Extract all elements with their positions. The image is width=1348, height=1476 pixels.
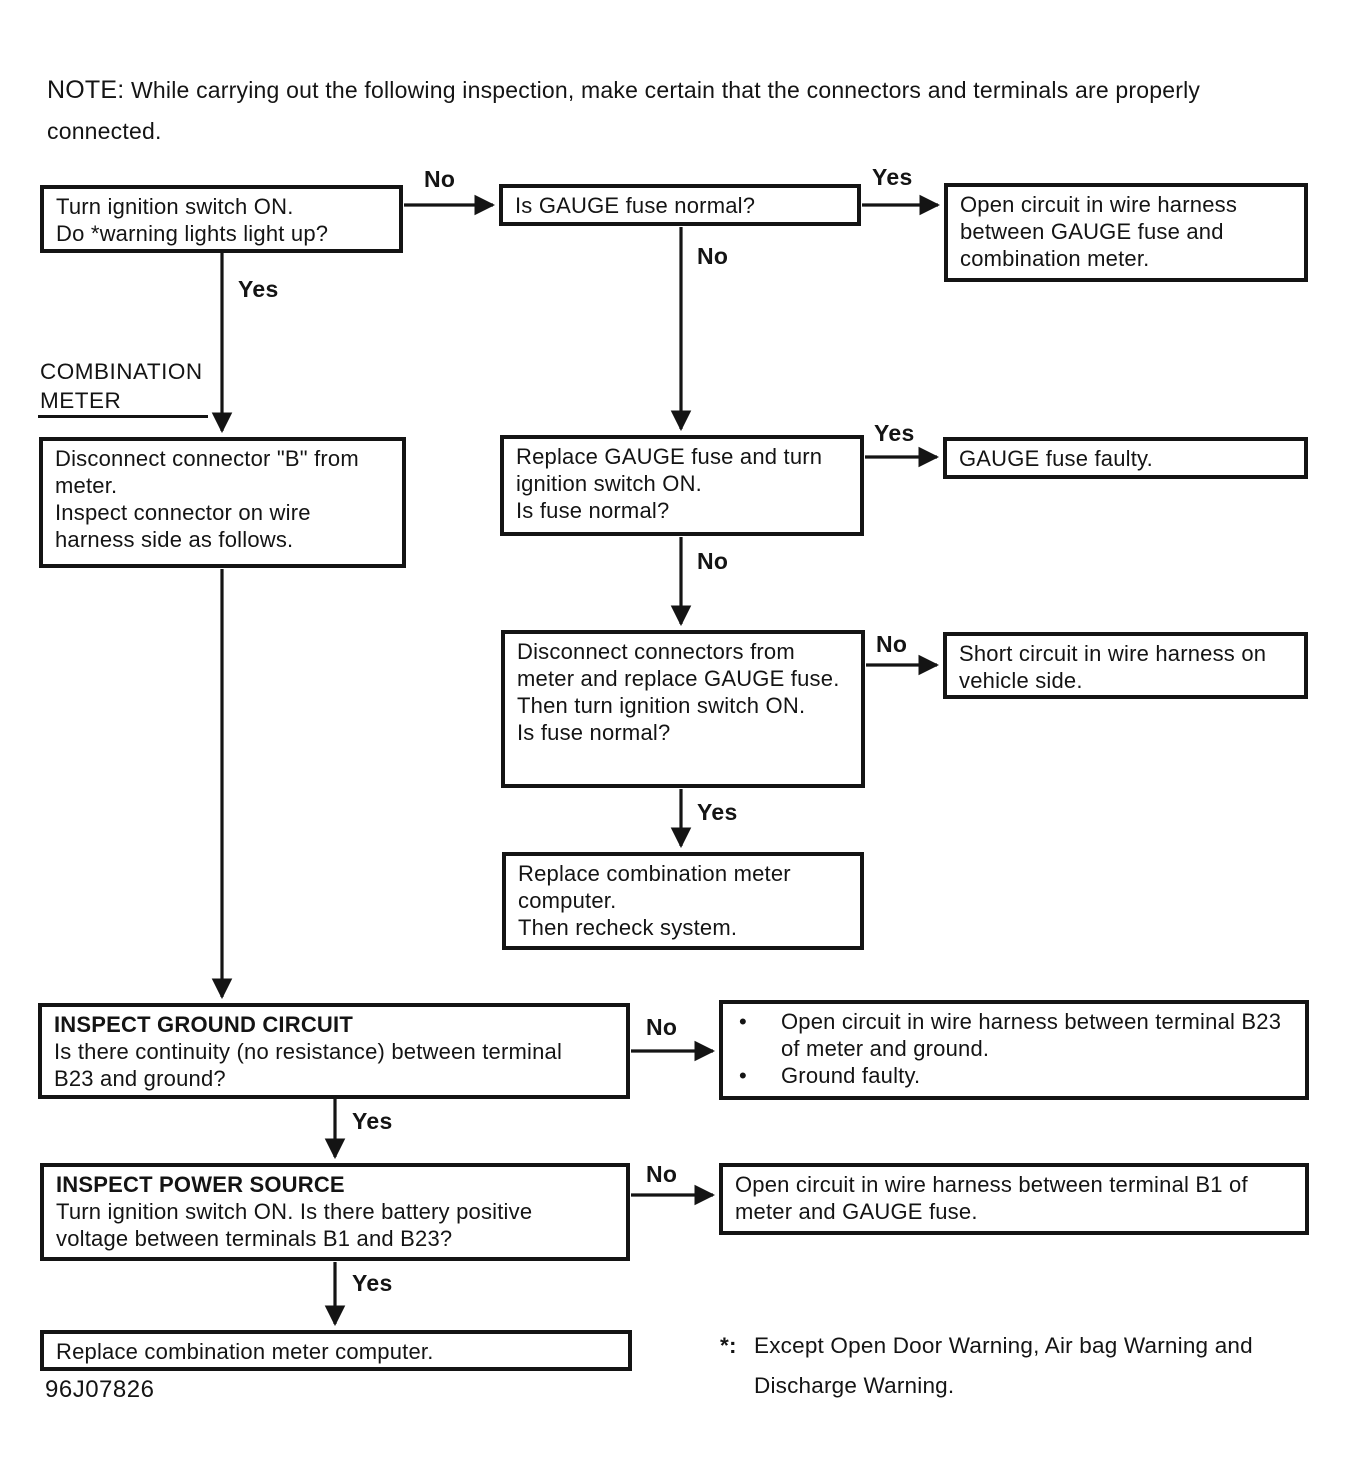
text-line: computer. xyxy=(518,888,617,913)
note-line-2: connected. xyxy=(47,118,162,144)
edge-label-yes: Yes xyxy=(352,1270,393,1296)
footnote-text: Except Open Door Warning, Air bag Warnin… xyxy=(754,1326,1253,1406)
section-label-line: METER xyxy=(40,388,122,413)
text-line: Open circuit in wire harness xyxy=(960,192,1238,217)
footnote-line: Discharge Warning. xyxy=(754,1373,955,1398)
figure-code: 96J07826 xyxy=(45,1376,155,1403)
text-line: Then turn ignition switch ON. xyxy=(517,693,806,718)
note-label: NOTE: xyxy=(47,76,125,104)
text-line: Is GAUGE fuse normal? xyxy=(515,193,756,218)
text-line: Turn ignition switch ON. Is there batter… xyxy=(56,1199,533,1224)
node-replace-gauge-fuse-question: Replace GAUGE fuse and turn ignition swi… xyxy=(500,435,864,536)
text-line: Inspect connector on wire xyxy=(55,500,311,525)
text-line: Is fuse normal? xyxy=(516,498,670,523)
section-label-line: COMBINATION xyxy=(40,359,203,384)
text-line: meter and GAUGE fuse. xyxy=(735,1199,978,1224)
node-ground-circuit-results: • Open circuit in wire harness between t… xyxy=(719,1000,1309,1100)
bullet-text: Ground faulty. xyxy=(781,1063,921,1088)
edge-label-yes: Yes xyxy=(872,164,913,190)
edge-label-no: No xyxy=(424,166,456,192)
node-warning-lights-question: Turn ignition switch ON. Do *warning lig… xyxy=(40,185,403,253)
edge-label-no: No xyxy=(697,243,729,269)
text-line: harness side as follows. xyxy=(55,527,294,552)
text-line: Do *warning lights light up? xyxy=(56,221,329,246)
footnote-line: Except Open Door Warning, Air bag Warnin… xyxy=(754,1333,1253,1358)
text-line: voltage between terminals B1 and B23? xyxy=(56,1226,453,1251)
text-line: vehicle side. xyxy=(959,668,1083,693)
node-disconnect-connector-b: Disconnect connector "B" from meter. Ins… xyxy=(39,437,406,568)
note-text: While carrying out the following inspect… xyxy=(124,77,1201,103)
node-disconnect-connectors-replace-fuse: Disconnect connectors from meter and rep… xyxy=(501,630,865,788)
node-title: INSPECT POWER SOURCE xyxy=(56,1172,345,1197)
text-line: Disconnect connectors from xyxy=(517,639,795,664)
edge-label-yes: Yes xyxy=(874,420,915,446)
text-line: Replace combination meter xyxy=(518,861,791,886)
node-replace-meter-computer: Replace combination meter computer. xyxy=(40,1330,632,1371)
section-label-combination-meter: COMBINATION METER xyxy=(40,357,203,415)
text-line: B23 and ground? xyxy=(54,1066,226,1091)
edge-label-no: No xyxy=(646,1014,678,1040)
bullet-item: • Ground faulty. xyxy=(735,1062,1293,1089)
node-open-circuit-b1-gauge: Open circuit in wire harness between ter… xyxy=(719,1163,1309,1235)
node-inspect-ground-circuit: INSPECT GROUND CIRCUIT Is there continui… xyxy=(38,1003,630,1099)
text-line: Is there continuity (no resistance) betw… xyxy=(54,1039,563,1064)
note-line-1: NOTE: While carrying out the following i… xyxy=(47,70,1200,111)
text-line: Open circuit in wire harness between ter… xyxy=(735,1172,1248,1197)
node-open-circuit-gauge-meter: Open circuit in wire harness between GAU… xyxy=(944,183,1308,282)
node-title: INSPECT GROUND CIRCUIT xyxy=(54,1012,353,1037)
edge-label-no: No xyxy=(876,631,908,657)
edge-label-no: No xyxy=(697,548,729,574)
node-inspect-power-source: INSPECT POWER SOURCE Turn ignition switc… xyxy=(40,1163,630,1261)
text-line: GAUGE fuse faulty. xyxy=(959,446,1153,471)
text-line: meter. xyxy=(55,473,118,498)
bullet-icon: • xyxy=(739,1009,747,1034)
footnote: *: Except Open Door Warning, Air bag War… xyxy=(720,1326,1253,1406)
bullet-icon: • xyxy=(739,1063,747,1088)
text-line: Then recheck system. xyxy=(518,915,738,940)
edge-label-no: No xyxy=(646,1161,678,1187)
text-line: Replace combination meter computer. xyxy=(56,1339,434,1364)
text-line: Short circuit in wire harness on xyxy=(959,641,1267,666)
text-line: Disconnect connector "B" from xyxy=(55,446,359,471)
bullet-text: Open circuit in wire harness between ter… xyxy=(781,1009,1282,1061)
text-line: combination meter. xyxy=(960,246,1150,271)
bullet-item: • Open circuit in wire harness between t… xyxy=(735,1008,1293,1062)
text-line: meter and replace GAUGE fuse. xyxy=(517,666,840,691)
text-line: Is fuse normal? xyxy=(517,720,671,745)
text-line: ignition switch ON. xyxy=(516,471,702,496)
note-paragraph: NOTE: While carrying out the following i… xyxy=(47,70,1200,152)
edge-label-yes: Yes xyxy=(238,276,279,302)
section-label-underline xyxy=(38,415,208,418)
edge-label-yes: Yes xyxy=(352,1108,393,1134)
node-gauge-fuse-question: Is GAUGE fuse normal? xyxy=(499,184,861,226)
footnote-marker: *: xyxy=(720,1333,737,1358)
node-replace-meter-recheck: Replace combination meter computer. Then… xyxy=(502,852,864,950)
node-gauge-fuse-faulty: GAUGE fuse faulty. xyxy=(943,437,1308,479)
text-line: Turn ignition switch ON. xyxy=(56,194,294,219)
edge-label-yes: Yes xyxy=(697,799,738,825)
text-line: Replace GAUGE fuse and turn xyxy=(516,444,823,469)
node-short-circuit-vehicle-side: Short circuit in wire harness on vehicle… xyxy=(943,632,1308,699)
text-line: between GAUGE fuse and xyxy=(960,219,1224,244)
